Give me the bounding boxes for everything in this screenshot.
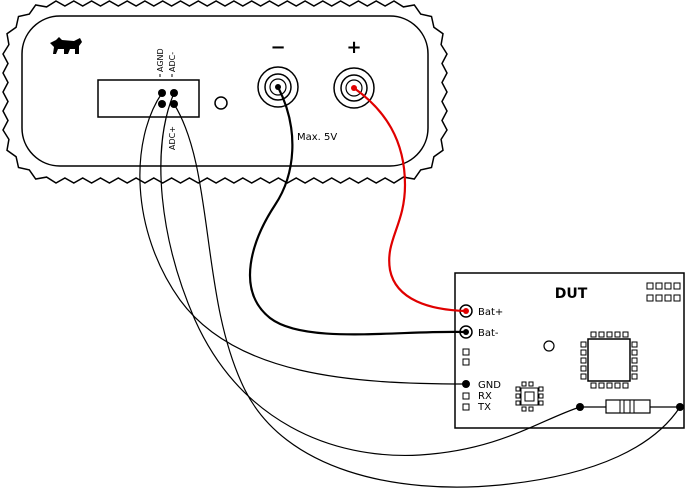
ic-pin [580,365,587,372]
dut-board: DUT Bat+ Bat- GND RX TX [454,272,685,429]
adc-wire-1 [160,92,581,457]
dut-pad-grid [646,282,681,302]
dut-mount-hole [543,340,555,352]
rx-pad[interactable] [462,392,470,400]
ic-pin [631,373,638,380]
dut-pad [462,358,470,366]
ic-pin [614,382,621,389]
ic-pin [580,341,587,348]
ic-pin [590,331,597,338]
ic-pin [598,331,605,338]
ic-pin [631,349,638,356]
bat-minus-label: Bat- [478,328,499,339]
adc-connector-block [97,79,200,118]
positive-wire [352,86,468,313]
tx-pad[interactable] [462,403,470,411]
adc-minus-label: ADC- [168,52,177,72]
rx-label: RX [478,391,492,402]
device-inner-body [21,15,429,167]
ic-pin [631,341,638,348]
resistor [580,399,680,414]
ic-pin [580,373,587,380]
gnd-wire [139,92,467,385]
negative-wire [248,85,468,336]
ic-pin [631,365,638,372]
ic-pin [622,382,629,389]
ic-pin [590,382,597,389]
negative-wire-end [275,84,281,90]
ic-pin [580,357,587,364]
plus-label: + [346,37,361,58]
ic-pin [598,382,605,389]
ic-pin [606,382,613,389]
ic-pin [622,331,629,338]
wires [139,84,681,488]
positive-wire-end [351,85,357,91]
ic-pin [580,349,587,356]
adc-plus-pin[interactable] [158,100,166,108]
adc-plus-label: ADC+ [168,126,177,150]
max-voltage-label: Max. 5V [297,132,337,143]
ic-pin [606,331,613,338]
gnd-label: GND [478,380,501,391]
adc-wire-2 [173,103,681,488]
small-ic [515,381,544,412]
dut-title: DUT [555,286,588,302]
main-ic [580,331,638,389]
agnd-label: AGND [156,48,165,72]
dut-pad [462,348,470,356]
measurement-device: AGND ADC- ADC+ − + Max. 5V [2,0,448,184]
bear-logo-icon [50,37,82,54]
ic-pin [631,357,638,364]
ic-pin [614,331,621,338]
minus-label: − [270,37,285,58]
tx-label: TX [477,402,491,413]
status-led [214,96,228,110]
bat-plus-label: Bat+ [478,307,503,318]
